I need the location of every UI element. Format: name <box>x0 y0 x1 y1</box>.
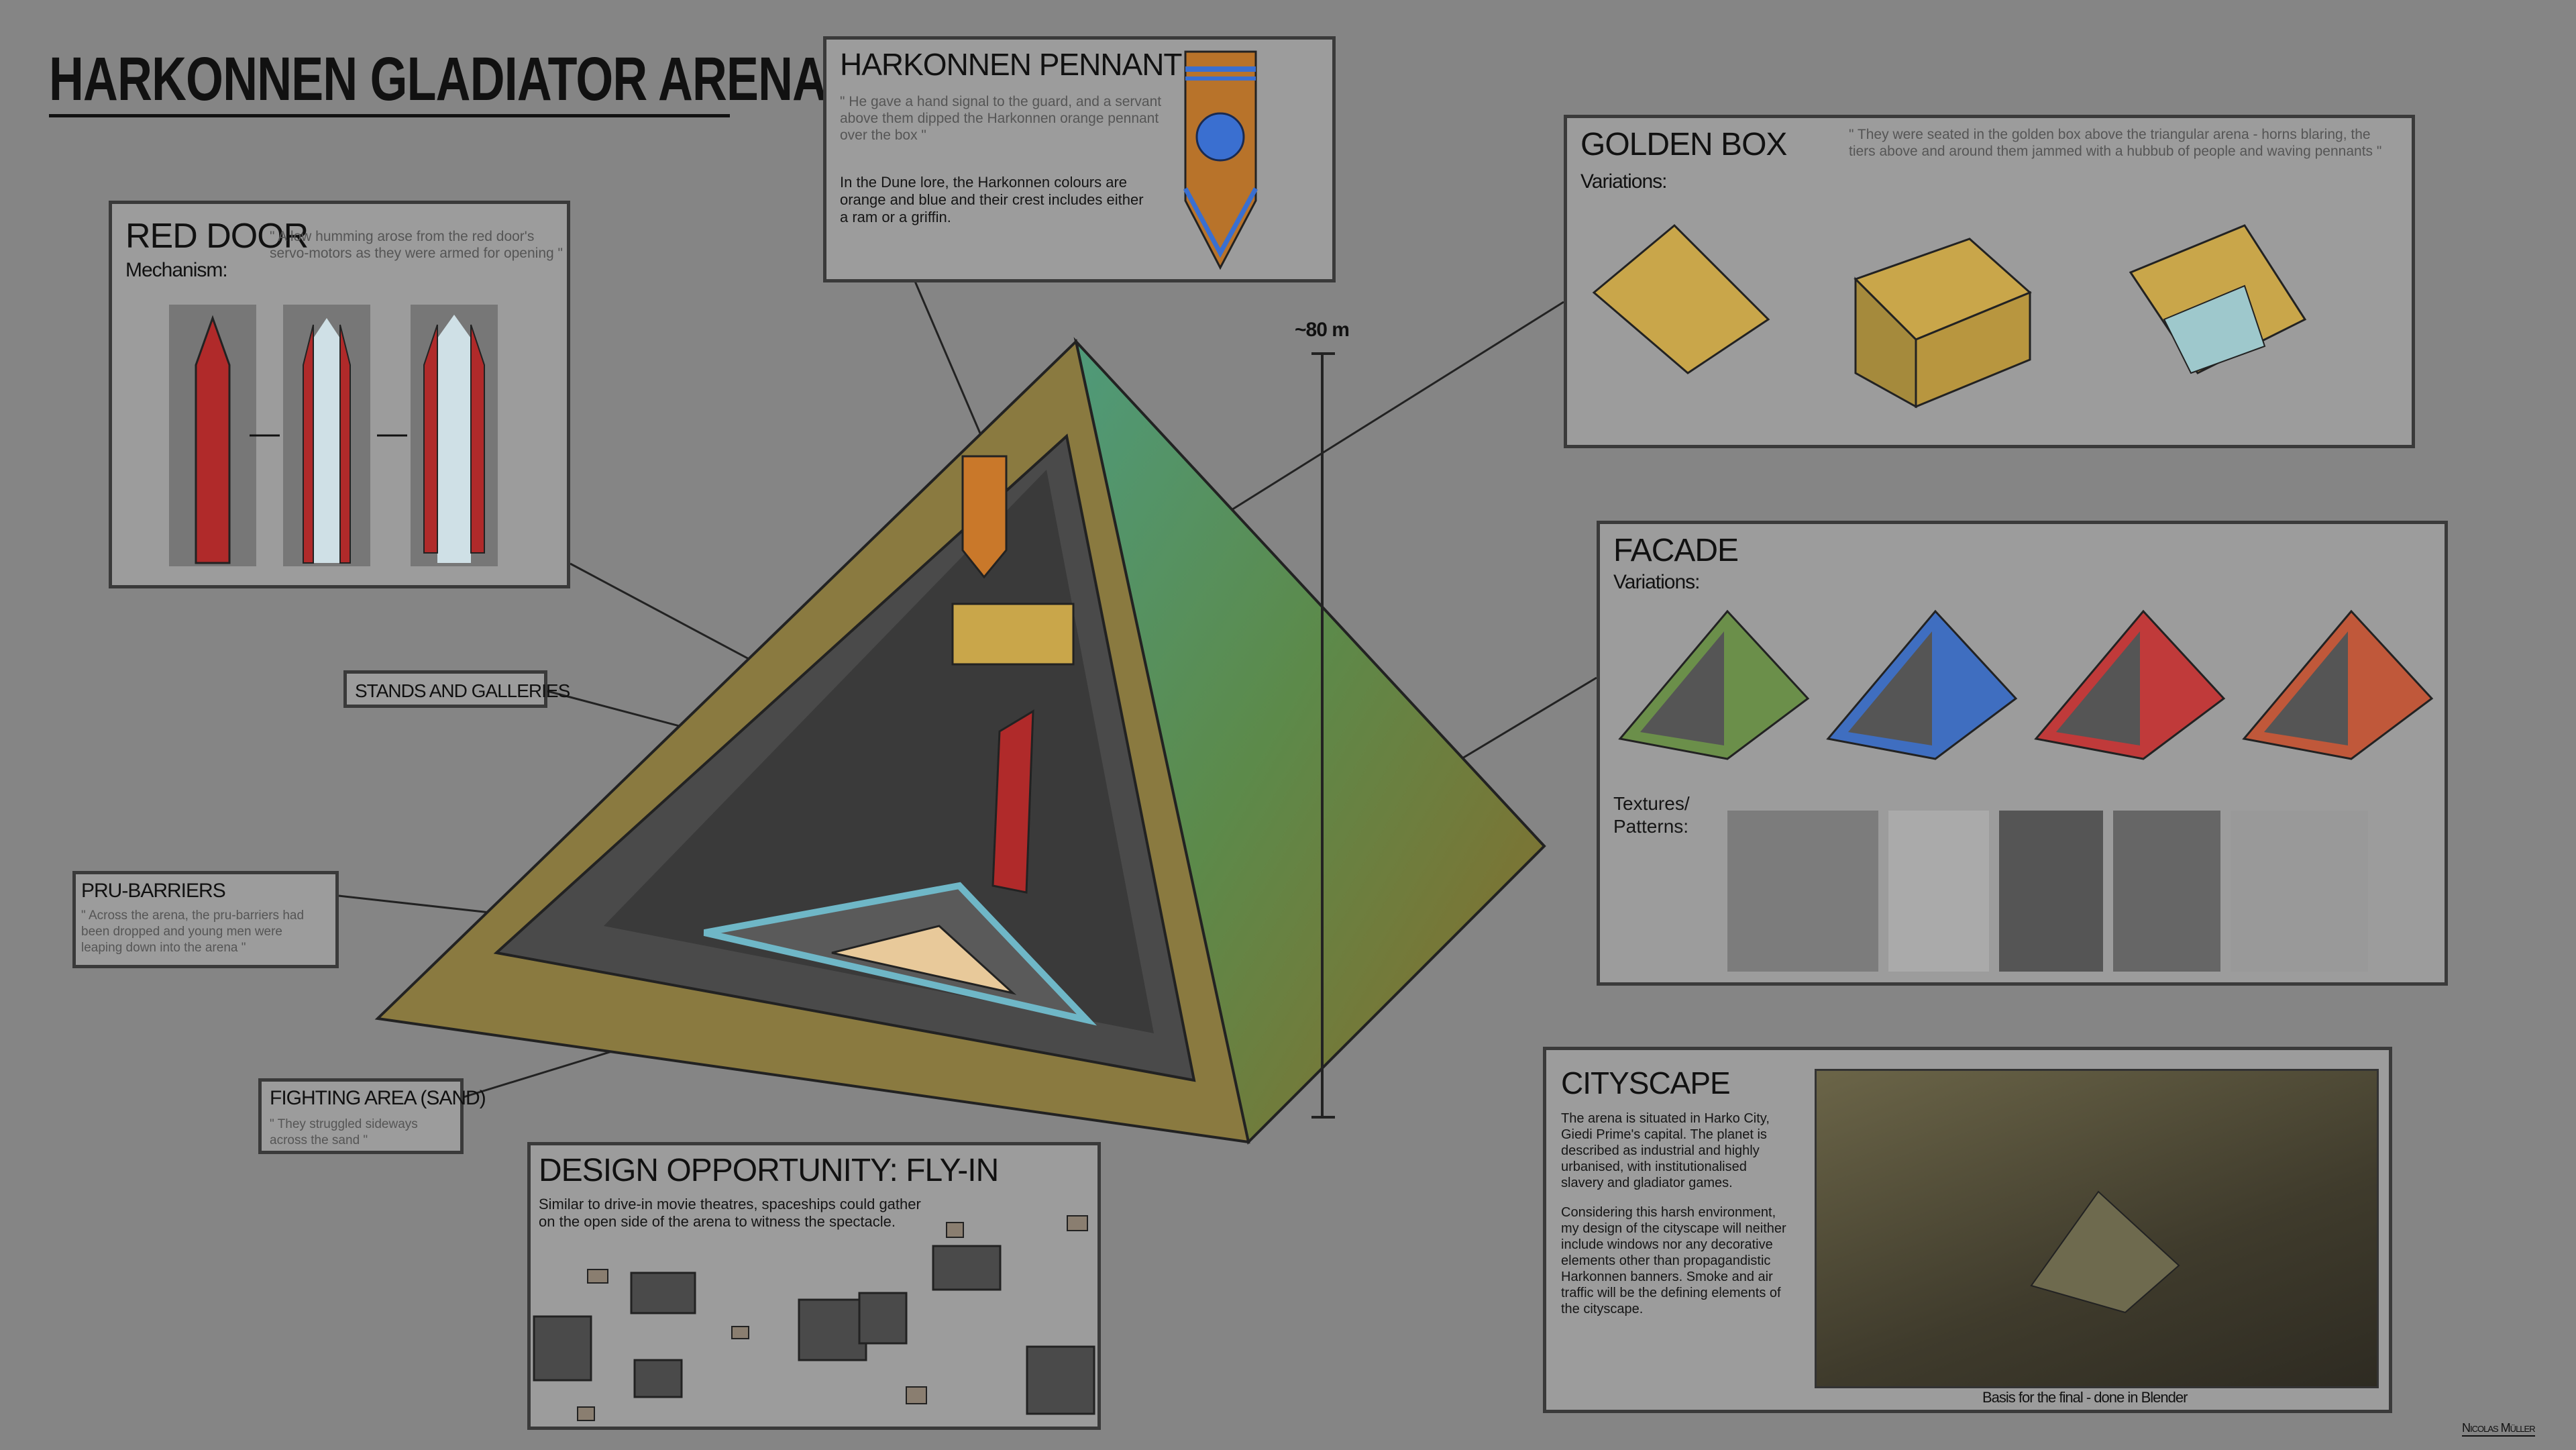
pru-barriers-quote: " Across the arena, the pru-barriers had… <box>81 909 305 955</box>
red-door-panel: RED DOOR Mechanism: " A low humming aros… <box>109 201 570 588</box>
facade-variations <box>1618 609 2434 972</box>
golden-box-title: GOLDEN BOX <box>1580 127 1787 162</box>
door-mechanism-diagram <box>169 305 498 566</box>
fighting-area-quote: " They struggled sideways across the san… <box>270 1117 418 1147</box>
fly-in-text: Similar to drive-in movie theatres, spac… <box>539 1196 921 1230</box>
harkonnen-pennant-image <box>1183 50 1258 270</box>
stands-label: STANDS AND GALLERIES <box>355 680 570 701</box>
texture-4 <box>2113 811 2220 972</box>
pru-barriers-title: PRU-BARRIERS <box>81 880 226 902</box>
fighting-area-title: FIGHTING AREA (SAND) <box>270 1087 486 1109</box>
textures-label: Textures/ Patterns: <box>1613 793 1690 837</box>
red-door-quote: " A low humming arose from the red door'… <box>270 229 563 261</box>
red-door-title: RED DOOR <box>125 217 309 256</box>
texture-5 <box>2231 811 2368 972</box>
golden-box-variations <box>1592 223 2307 409</box>
title-underline <box>49 114 730 117</box>
page-title: HARKONNEN GLADIATOR ARENA <box>49 45 827 113</box>
red-door-subtitle: Mechanism: <box>125 259 228 281</box>
pennant-panel: HARKONNEN PENNANT " He gave a hand signa… <box>823 36 1336 282</box>
cityscape-render <box>1815 1069 2379 1388</box>
facade-title: FACADE <box>1613 533 1739 568</box>
fly-in-title: DESIGN OPPORTUNITY: FLY-IN <box>539 1153 999 1188</box>
cityscape-title: CITYSCAPE <box>1561 1066 1731 1100</box>
fly-in-panel: DESIGN OPPORTUNITY: FLY-IN Similar to dr… <box>527 1142 1101 1430</box>
cityscape-paragraph-2: Considering this harsh environment, my d… <box>1561 1205 1786 1316</box>
stands-label-box: STANDS AND GALLERIES <box>343 670 570 708</box>
golden-box-quote: " They were seated in the golden box abo… <box>1849 127 2382 159</box>
pennant-title: HARKONNEN PENNANT <box>840 47 1183 82</box>
artist-signature: Nicolas Müller <box>2462 1421 2536 1437</box>
pru-barriers-box: PRU-BARRIERS " Across the arena, the pru… <box>72 871 339 968</box>
ram-crest-icon <box>1195 112 1245 162</box>
golden-box-panel: GOLDEN BOX Variations: " They were seate… <box>1564 115 2415 448</box>
spaceships-sketch <box>533 1215 1095 1421</box>
texture-1 <box>1727 811 1878 972</box>
cityscape-caption: Basis for the final - done in Blender <box>1982 1389 2188 1406</box>
height-label: ~80 m <box>1295 319 1350 341</box>
fighting-area-box: FIGHTING AREA (SAND) " They struggled si… <box>258 1078 486 1154</box>
texture-3 <box>1999 811 2103 972</box>
facade-subtitle: Variations: <box>1613 571 1701 593</box>
cityscape-paragraph-1: The arena is situated in Harko City, Gie… <box>1561 1111 1770 1190</box>
cityscape-panel: CITYSCAPE The arena is situated in Harko… <box>1543 1047 2392 1413</box>
golden-box-subtitle: Variations: <box>1580 170 1668 193</box>
pennant-quote: " He gave a hand signal to the guard, an… <box>840 94 1162 143</box>
pyramid <box>374 337 1546 1145</box>
texture-2 <box>1888 811 1989 972</box>
facade-panel: FACADE Variations: Textures/ Patterns: <box>1597 521 2448 986</box>
pennant-lore: In the Dune lore, the Harkonnen colours … <box>840 174 1144 225</box>
height-scale <box>1311 352 1335 1119</box>
